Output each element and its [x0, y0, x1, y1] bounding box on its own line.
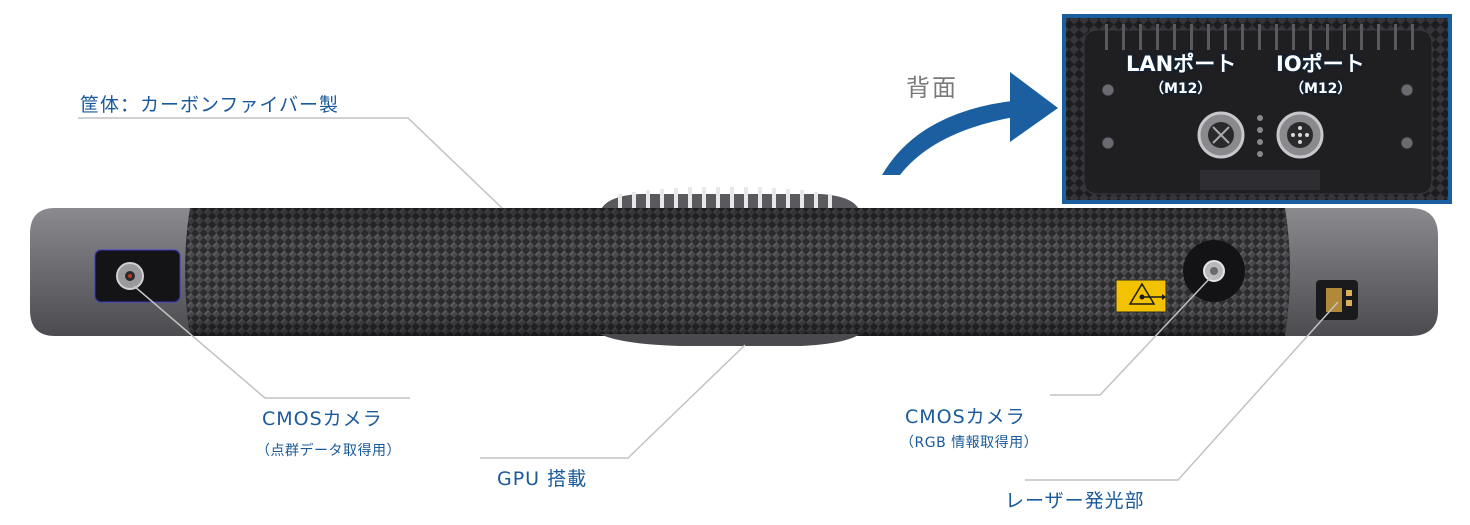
leader-cmos-left	[133, 285, 410, 399]
curved-arrow-icon	[882, 72, 1058, 175]
cmos-left-sublabel: （点群データ取得用）	[256, 443, 401, 459]
leader-cmos-right	[1050, 275, 1213, 396]
leader-housing	[78, 117, 503, 209]
housing-label: 筐体：カーボンファイバー製	[80, 94, 340, 116]
leader-gpu	[480, 344, 746, 459]
leader-laser	[1025, 301, 1339, 481]
device-body	[30, 208, 1438, 346]
lan-port-sublabel: （M12）	[1150, 81, 1212, 97]
back-view-inset	[1062, 14, 1452, 204]
cmos-right-label: CMOSカメラ	[905, 406, 1026, 428]
cmos-right-sublabel: （RGB 情報取得用）	[900, 435, 1039, 451]
gpu-label: GPU 搭載	[497, 468, 588, 490]
lan-port-label: LANポート	[1126, 52, 1237, 76]
back-label: 背面	[906, 74, 958, 102]
cmos-camera-right	[1183, 240, 1245, 302]
laser-label: レーザー発光部	[1005, 490, 1145, 512]
io-port-label: IOポート	[1276, 52, 1365, 76]
cmos-left-label: CMOSカメラ	[262, 408, 383, 430]
lan-port-connector	[1197, 111, 1245, 159]
leader-lines	[78, 117, 1339, 481]
heatsink-fins	[600, 187, 860, 212]
laser-warning-icon	[1115, 279, 1167, 313]
laser-emitter	[1326, 288, 1352, 312]
io-port-sublabel: （M12）	[1290, 81, 1352, 97]
cmos-camera-left	[116, 262, 144, 290]
io-port-connector	[1276, 111, 1324, 159]
